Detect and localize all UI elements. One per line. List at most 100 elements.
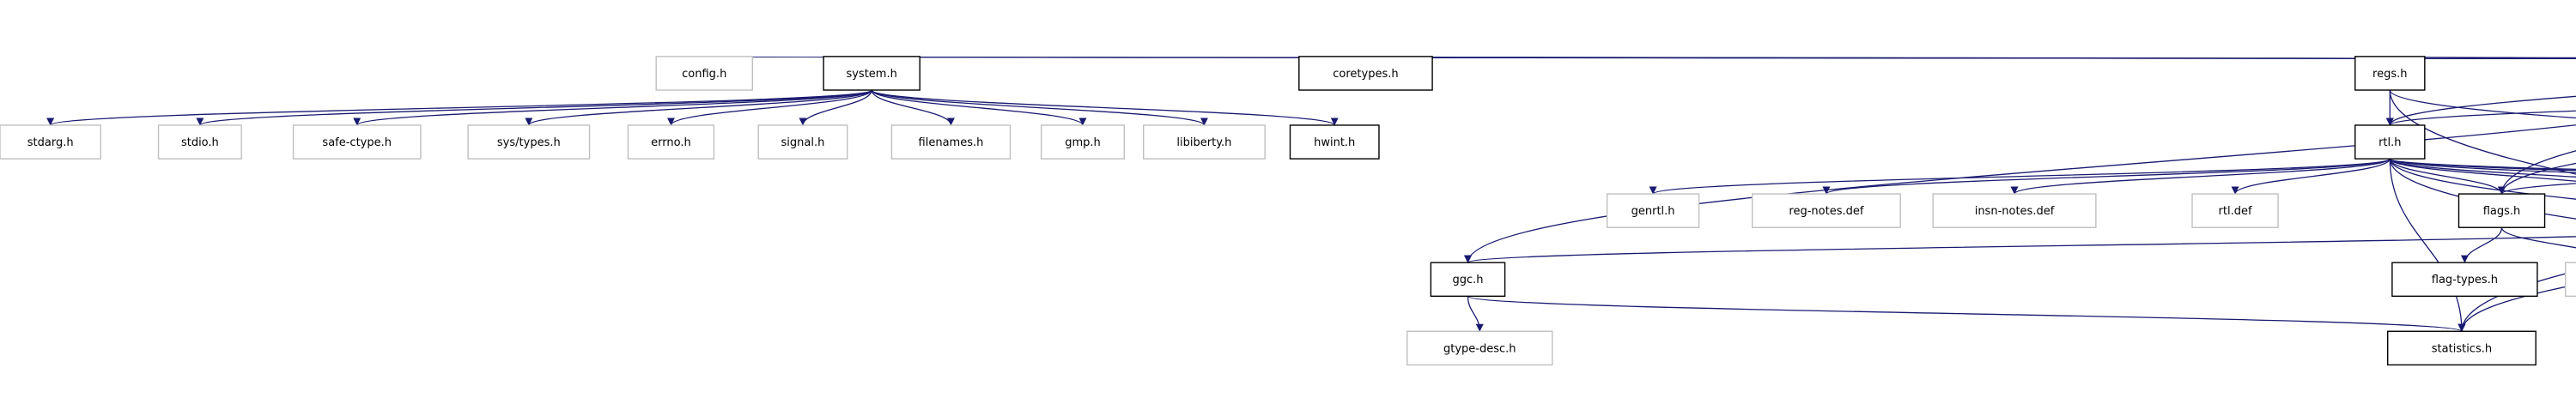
node-label-errno: errno.h (651, 136, 691, 149)
edge-rtl-to-vec (2389, 158, 2576, 178)
node-gtype-desc[interactable]: gtype-desc.h (1406, 330, 1553, 366)
node-box-rtl[interactable] (2354, 124, 2426, 160)
node-box-hwint[interactable] (1289, 124, 1380, 160)
edge-system-to-stdio (196, 89, 872, 126)
node-stdio[interactable]: stdio.h (157, 124, 242, 160)
edge-system-to-signal (799, 89, 872, 126)
edge-rtl-to-machmode (2389, 159, 2576, 220)
edge-rtl-to-input (2389, 158, 2576, 171)
node-label-statistics: statistics.h (2432, 342, 2492, 355)
node-genrtl[interactable]: genrtl.h (1606, 193, 1700, 228)
node-box-genrtl[interactable] (1606, 193, 1700, 228)
node-rtl[interactable]: rtl.h (2354, 124, 2426, 160)
node-signal[interactable]: signal.h (757, 124, 848, 160)
edge-expr-to-flags (2498, 162, 2576, 195)
node-label-flags: flags.h (2483, 205, 2521, 218)
node-flag-types[interactable]: flag-types.h (2391, 262, 2538, 298)
node-label-config: config.h (682, 68, 726, 81)
edge-tree-core-to-flags (2498, 183, 2576, 195)
edge-system-to-hwint (871, 89, 1339, 126)
node-label-genrtl: genrtl.h (1631, 205, 1675, 218)
node-system[interactable]: system.h (823, 56, 920, 91)
edge-rtl-to-flags (2389, 158, 2506, 195)
node-label-system: system.h (846, 68, 896, 81)
edge-rtl-to-alias (2389, 158, 2576, 182)
node-regs[interactable]: regs.h (2354, 56, 2426, 91)
edge-expr-to-rtl (2386, 110, 2576, 126)
node-label-rtl: rtl.h (2379, 136, 2401, 149)
node-box-stdarg[interactable] (0, 124, 102, 160)
edge-system-to-gmp (871, 89, 1087, 126)
node-box-stdio[interactable] (157, 124, 242, 160)
node-flags[interactable]: flags.h (2458, 193, 2546, 228)
node-gmp[interactable]: gmp.h (1040, 124, 1125, 160)
node-sys-types[interactable]: sys/types.h (467, 124, 591, 160)
edge-system-to-filenames (871, 89, 955, 126)
edge-rtl-to-insn-notes (2010, 158, 2391, 195)
node-errno[interactable]: errno.h (627, 124, 715, 160)
edge-simplify-rtx-to-flags (2498, 150, 2576, 195)
node-box-errno[interactable] (627, 124, 715, 160)
node-reg-notes[interactable]: reg-notes.def (1751, 193, 1901, 228)
node-box-coretypes[interactable] (1298, 56, 1433, 91)
edge-vec-to-ggc (1464, 236, 2576, 263)
node-box-ggc[interactable] (1430, 262, 1506, 298)
node-coretypes[interactable]: coretypes.h (1298, 56, 1433, 91)
node-label-rtl-def: rtl.def (2219, 205, 2252, 218)
node-box-system[interactable] (823, 56, 920, 91)
edge-tree-core-to-statistics (2458, 270, 2576, 332)
edge-rtl-to-fixed-value (2389, 158, 2576, 173)
edge-system-to-sys-types (525, 89, 872, 126)
node-box-flag-types[interactable] (2391, 262, 2538, 298)
edge-rtl-to-real (2389, 159, 2576, 200)
node-label-stdio: stdio.h (181, 136, 219, 149)
node-box-insn-notes[interactable] (1932, 193, 2097, 228)
node-rtl-def[interactable]: rtl.def (2191, 193, 2279, 228)
node-label-reg-notes: reg-notes.def (1789, 205, 1863, 218)
node-stdarg[interactable]: stdarg.h (0, 124, 102, 160)
node-box-safe-ctype[interactable] (292, 124, 422, 160)
node-options[interactable]: options.h (2564, 262, 2576, 298)
node-box-gtype-desc[interactable] (1406, 330, 1553, 366)
node-label-hwint: hwint.h (1314, 136, 1355, 149)
edge-ggc-to-gtype-desc (1467, 296, 1484, 332)
node-label-coretypes: coretypes.h (1333, 68, 1398, 81)
node-statistics[interactable]: statistics.h (2386, 330, 2537, 366)
node-box-config[interactable] (655, 56, 753, 91)
node-libiberty[interactable]: libiberty.h (1142, 124, 1266, 160)
node-label-gmp: gmp.h (1065, 136, 1101, 149)
node-label-sys-types: sys/types.h (497, 136, 561, 149)
node-hwint[interactable]: hwint.h (1289, 124, 1380, 160)
node-box-libiberty[interactable] (1142, 124, 1266, 160)
node-box-gmp[interactable] (1040, 124, 1125, 160)
node-box-reg-notes[interactable] (1751, 193, 1901, 228)
edge-flags-to-flag-types (2460, 227, 2503, 263)
edge-regs-to-hard-reg-set (2389, 89, 2576, 119)
node-label-insn-notes: insn-notes.def (1975, 205, 2055, 218)
node-ggc[interactable]: ggc.h (1430, 262, 1506, 298)
node-insn-notes[interactable]: insn-notes.def (1932, 193, 2097, 228)
edge-rtl-to-hashtab (2389, 158, 2576, 172)
node-filenames[interactable]: filenames.h (890, 124, 1012, 160)
node-box-flags[interactable] (2458, 193, 2546, 228)
node-config[interactable]: config.h (655, 56, 753, 91)
node-box-statistics[interactable] (2386, 330, 2537, 366)
node-safe-ctype[interactable]: safe-ctype.h (292, 124, 422, 160)
node-box-regs[interactable] (2354, 56, 2426, 91)
node-box-sys-types[interactable] (467, 124, 591, 160)
edge-simplify-rtx-to-coretypes (1364, 56, 2576, 64)
edge-layer (46, 56, 2576, 332)
node-label-signal: signal.h (781, 136, 825, 149)
edge-rtl-to-genrtl (1649, 158, 2391, 195)
edge-system-to-safe-ctype (353, 89, 872, 126)
node-box-options[interactable] (2564, 262, 2576, 298)
edge-simplify-rtx-to-ggc (1464, 124, 2576, 263)
node-box-rtl-def[interactable] (2191, 193, 2279, 228)
node-label-regs: regs.h (2372, 68, 2407, 81)
node-label-ggc: ggc.h (1452, 274, 1483, 286)
node-box-signal[interactable] (757, 124, 848, 160)
node-label-gtype-desc: gtype-desc.h (1443, 342, 1516, 355)
node-box-filenames[interactable] (890, 124, 1012, 160)
node-label-safe-ctype: safe-ctype.h (322, 136, 392, 149)
